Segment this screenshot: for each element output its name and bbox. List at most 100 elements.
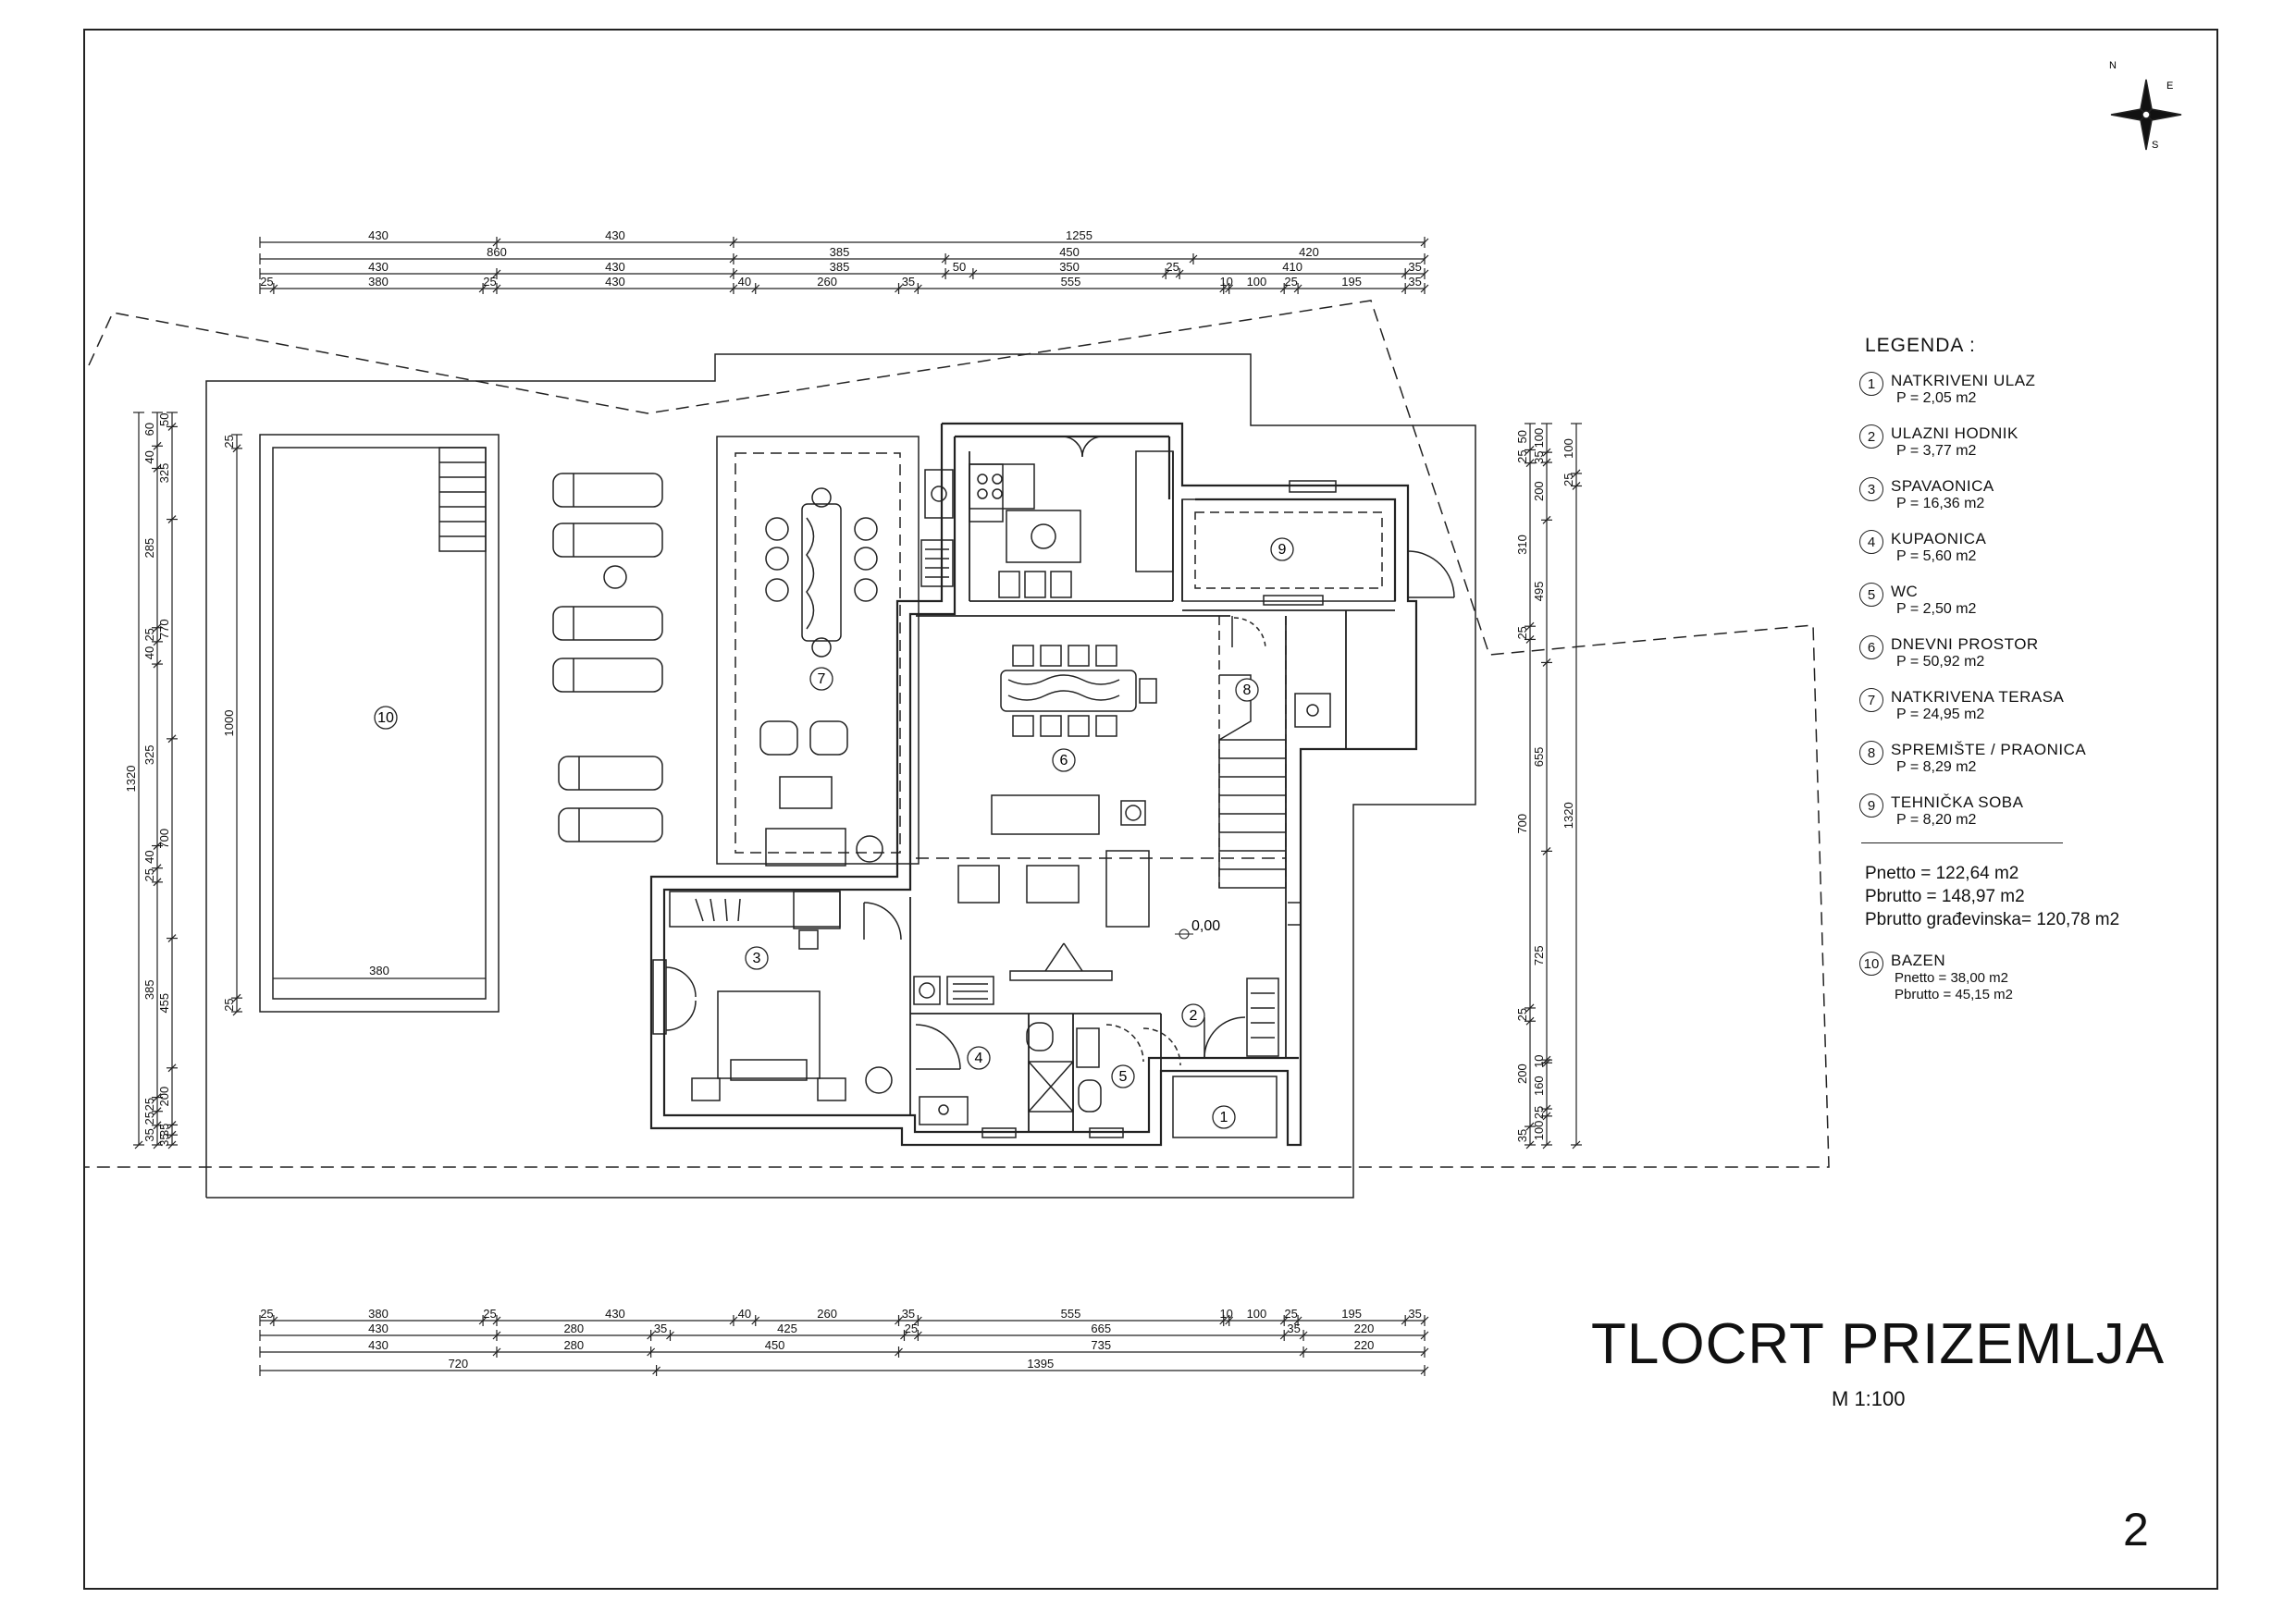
legend-pool-number: 10 xyxy=(1859,952,1883,976)
dimension-value: 430 xyxy=(368,260,389,274)
room-number-text: 5 xyxy=(1119,1069,1128,1085)
dimension-value: 455 xyxy=(157,993,171,1014)
dimension-value: 430 xyxy=(605,275,625,289)
dimension-value: 25 xyxy=(222,435,236,448)
dimension-value: 495 xyxy=(1532,582,1546,602)
room-number-circle xyxy=(1111,1064,1135,1088)
legend-room-number: 6 xyxy=(1859,635,1883,659)
legend-room-name: KUPAONICA xyxy=(1891,530,1987,547)
kitchen xyxy=(920,436,1174,598)
room-number-circle xyxy=(1181,1003,1205,1027)
legend-pool-item: 10 BAZEN Pnetto = 38,00 m2 Pbrutto = 45,… xyxy=(1859,950,2248,1014)
legend-divider xyxy=(1861,842,2063,843)
dimension-value: 700 xyxy=(1515,814,1529,834)
bedroom xyxy=(652,891,902,1101)
dimension-value: 35 xyxy=(902,275,915,289)
area-summary: Pnetto = 122,64 m2 Pbrutto = 148,97 m2 P… xyxy=(1859,862,2248,931)
dimension-value: 40 xyxy=(142,646,156,659)
legend-room-number: 8 xyxy=(1859,741,1883,765)
dimension-value: 325 xyxy=(142,744,156,765)
drawing-scale: M 1:100 xyxy=(1832,1387,1906,1410)
dimension-value: 1320 xyxy=(124,766,138,793)
room-number-circle xyxy=(809,667,833,691)
dimension-value: 35 xyxy=(157,1133,171,1146)
dimension-value: 25 xyxy=(142,1112,156,1125)
summary-pbrutto-gradevinska: Pbrutto građevinska= 120,78 m2 xyxy=(1865,910,2120,929)
dimension-value: 770 xyxy=(157,619,171,639)
dimension-value: 25 xyxy=(142,628,156,641)
dimension-value: 195 xyxy=(1341,1307,1362,1321)
legend-room-area: P = 8,20 m2 xyxy=(1896,812,1977,828)
elevation-mark: 0,00 xyxy=(1175,918,1220,940)
dimension-value: 25 xyxy=(260,1307,273,1321)
dimension-value: 25 xyxy=(483,1307,496,1321)
technical-room xyxy=(1181,480,1455,606)
dimension-value: 665 xyxy=(1091,1322,1111,1335)
summary-pnetto: Pnetto = 122,64 m2 xyxy=(1865,864,2019,883)
dimension-value: 860 xyxy=(487,245,507,259)
dimension-value: 325 xyxy=(157,463,171,484)
dimension-value: 35 xyxy=(1287,1322,1300,1335)
room-number-circle xyxy=(967,1046,991,1070)
covered-terrace xyxy=(716,436,920,867)
legend-title: LEGENDA : xyxy=(1865,335,1976,356)
dimension-value: 220 xyxy=(1354,1338,1375,1352)
dimension-value: 40 xyxy=(738,1307,751,1321)
dimension-value: 380 xyxy=(368,275,389,289)
legend-room-number: 5 xyxy=(1859,583,1883,607)
entrance xyxy=(1142,977,1279,1138)
room-number-text: 7 xyxy=(818,671,826,687)
dimension-value: 200 xyxy=(157,1087,171,1107)
dimension-value: 35 xyxy=(142,1128,156,1141)
dimension-value: 450 xyxy=(765,1338,785,1352)
dimension-value: 35 xyxy=(654,1322,667,1335)
dimension-value: 35 xyxy=(902,1307,915,1321)
dimension-value: 10 xyxy=(1219,1307,1232,1321)
legend-room-area: P = 8,29 m2 xyxy=(1896,759,1977,775)
living-room-furniture xyxy=(913,616,1287,1005)
room-number-text: 4 xyxy=(975,1051,983,1066)
dimension-value: 280 xyxy=(563,1322,584,1335)
legend-room-number: 1 xyxy=(1859,372,1883,396)
dimension-value: 25 xyxy=(142,868,156,881)
dimension-value: 50 xyxy=(953,260,966,274)
dimension-value: 410 xyxy=(1282,260,1302,274)
dimension-value: 25 xyxy=(142,1098,156,1111)
north-arrow-icon xyxy=(2110,79,2182,151)
dimension-value: 195 xyxy=(1341,275,1362,289)
dimension-value: 35 xyxy=(1532,450,1546,463)
dimension-value: 25 xyxy=(483,275,496,289)
dimension-value: 10 xyxy=(1219,275,1232,289)
legend-room-area: P = 2,05 m2 xyxy=(1896,390,1977,406)
dimension-value: 60 xyxy=(142,423,156,436)
dimension-value: 25 xyxy=(1284,275,1297,289)
dimension-value: 430 xyxy=(368,228,389,242)
pool xyxy=(259,434,500,1013)
legend-room-area: P = 24,95 m2 xyxy=(1896,707,1985,722)
dimension-value: 25 xyxy=(1515,449,1529,462)
dimension-value: 260 xyxy=(817,275,837,289)
dimension-value: 100 xyxy=(1247,1307,1267,1321)
dimension-value: 555 xyxy=(1061,1307,1081,1321)
dimension-value: 310 xyxy=(1515,535,1529,555)
dimension-value: 450 xyxy=(1059,245,1080,259)
legend-room-number: 2 xyxy=(1859,424,1883,449)
dimension-value: 35 xyxy=(1408,1307,1421,1321)
dimension-value: 100 xyxy=(1562,438,1575,459)
dimension-value: 35 xyxy=(1515,1129,1529,1142)
dimension-value: 1395 xyxy=(1027,1357,1054,1371)
dimension-value: 40 xyxy=(142,450,156,463)
dimension-value: 430 xyxy=(605,260,625,274)
dimension-value: 430 xyxy=(368,1338,389,1352)
room-number-circle xyxy=(1235,678,1259,702)
dimension-value: 25 xyxy=(1166,260,1179,274)
dimension-value: 1255 xyxy=(1066,228,1092,242)
legend-room-number: 4 xyxy=(1859,530,1883,554)
compass-north-label: N xyxy=(2109,60,2117,71)
legend-room-name: DNEVNI PROSTOR xyxy=(1891,635,2039,653)
legend-room-name: NATKRIVENI ULAZ xyxy=(1891,372,2036,389)
sheet-border xyxy=(83,29,2218,1590)
